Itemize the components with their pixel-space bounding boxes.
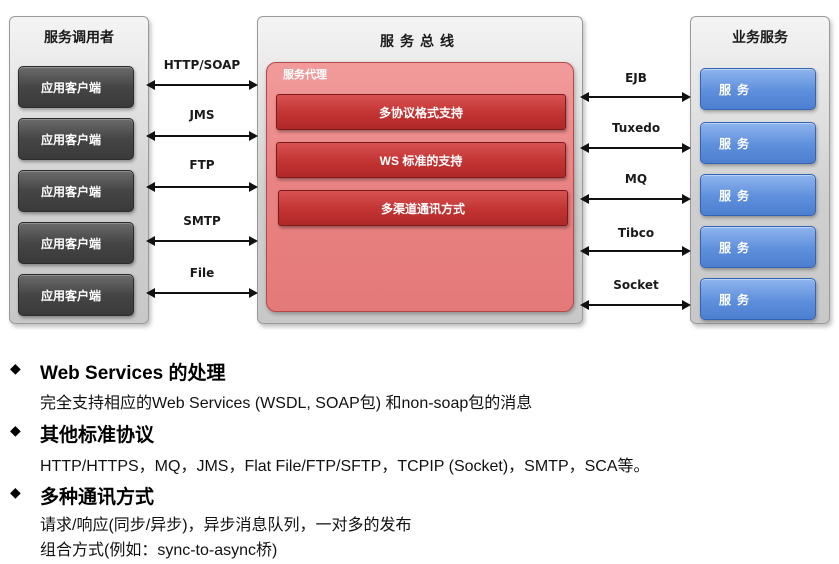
bullet-heading-communication: 多种通讯方式: [40, 487, 155, 508]
bus-title: 服务总线: [380, 34, 460, 50]
right-protocol-label: Tuxedo: [611, 121, 661, 135]
right-protocol-label: Tibco: [617, 226, 655, 240]
double-arrow-icon: [580, 143, 691, 153]
bullet-text: 请求/响应(同步/异步)，异步消息队列，一对多的发布: [40, 517, 412, 534]
bullet-heading-web-services: Web Services 的处理: [40, 363, 226, 384]
client-box: 应用客户端: [18, 118, 134, 160]
bullet-text: HTTP/HTTPS，MQ，JMS，Flat File/FTP/SFTP，TCP…: [40, 458, 650, 475]
right-protocol-label: Socket: [613, 278, 659, 292]
left-protocol-label: FTP: [189, 158, 215, 172]
left-protocol-label: SMTP: [183, 214, 221, 228]
client-box: 应用客户端: [18, 170, 134, 212]
service-box: 服务: [700, 278, 816, 320]
left-protocol-label: JMS: [189, 108, 215, 122]
feature-ws-standard: WS 标准的支持: [276, 142, 566, 178]
service-box: 服务: [700, 226, 816, 268]
service-proxy-label: 服务代理: [283, 69, 327, 81]
double-arrow-icon: [580, 194, 691, 204]
business-panel: 业务服务: [690, 16, 830, 324]
feature-multi-channel: 多渠道通讯方式: [278, 190, 568, 226]
client-box: 应用客户端: [18, 274, 134, 316]
client-box: 应用客户端: [18, 222, 134, 264]
bullet-text: 完全支持相应的Web Services (WSDL, SOAP包) 和non-s…: [40, 395, 533, 412]
service-box: 服务: [700, 122, 816, 164]
diamond-bullet-icon: ◆: [10, 360, 21, 376]
service-box: 服务: [700, 174, 816, 216]
double-arrow-icon: [580, 246, 691, 256]
double-arrow-icon: [146, 288, 258, 298]
consumers-title: 服务调用者: [44, 30, 114, 46]
client-box: 应用客户端: [18, 66, 134, 108]
double-arrow-icon: [146, 80, 258, 90]
right-protocol-label: EJB: [625, 71, 647, 85]
diamond-bullet-icon: ◆: [10, 484, 21, 500]
double-arrow-icon: [580, 92, 691, 102]
feature-multi-protocol: 多协议格式支持: [276, 94, 566, 130]
double-arrow-icon: [146, 131, 258, 141]
double-arrow-icon: [146, 182, 258, 192]
business-title: 业务服务: [732, 30, 788, 46]
bullet-text: 组合方式(例如：sync-to-async桥): [40, 542, 278, 559]
bullet-heading-other-protocols: 其他标准协议: [40, 425, 155, 446]
double-arrow-icon: [580, 300, 691, 310]
left-protocol-label: File: [189, 266, 215, 280]
service-box: 服务: [700, 68, 816, 110]
double-arrow-icon: [146, 236, 258, 246]
left-protocol-label: HTTP/SOAP: [163, 58, 241, 72]
right-protocol-label: MQ: [624, 172, 648, 186]
diamond-bullet-icon: ◆: [10, 422, 21, 438]
